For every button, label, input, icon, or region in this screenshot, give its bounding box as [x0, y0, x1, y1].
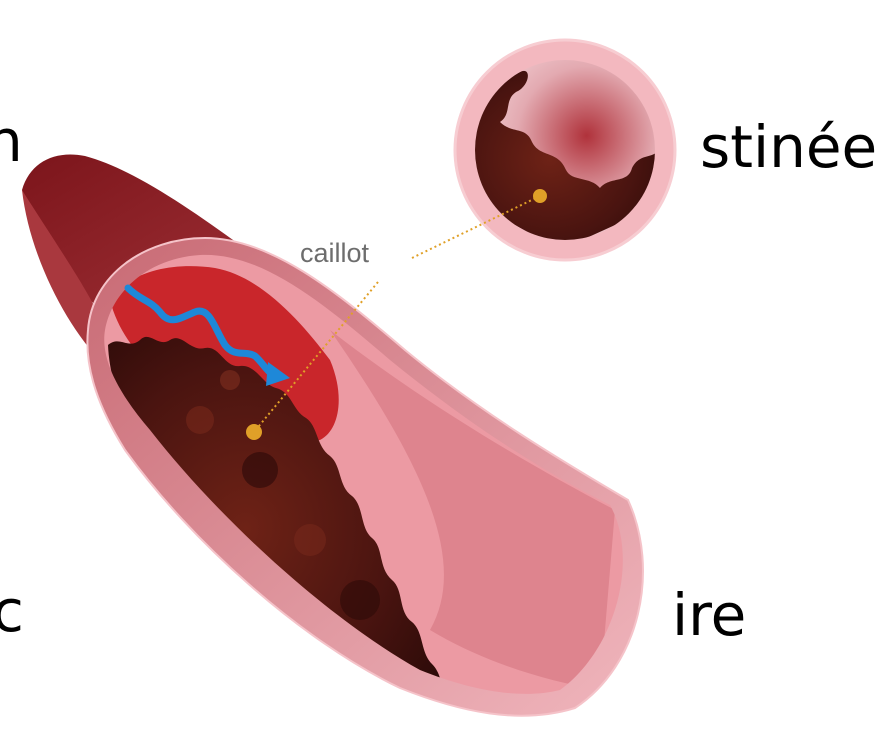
- leader-endpoint-dot: [533, 189, 547, 203]
- clot-texture: [186, 406, 214, 434]
- clot-texture: [340, 580, 380, 620]
- vessel-cross-section: [455, 40, 675, 260]
- leader-endpoint-dot: [246, 424, 262, 440]
- clot-texture: [242, 452, 278, 488]
- clot-texture: [220, 370, 240, 390]
- clot-label: caillot: [300, 238, 370, 268]
- clot-texture: [294, 524, 326, 556]
